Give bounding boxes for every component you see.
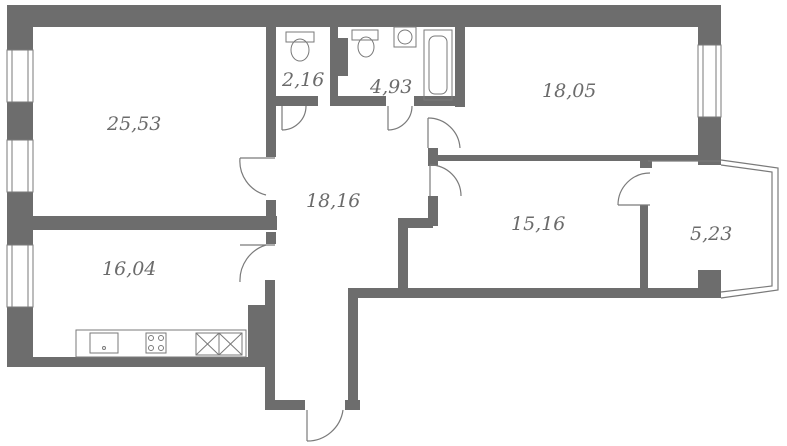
area-label-balcony: 5,23 — [690, 223, 732, 245]
kitchen-sink-icon — [89, 332, 119, 354]
toilet-icon — [351, 29, 379, 41]
wc-fixtures — [285, 26, 453, 101]
windows — [6, 44, 722, 308]
area-label-wc: 2,16 — [281, 69, 324, 91]
balcony-railing — [648, 159, 779, 299]
area-label-living-room: 25,53 — [106, 113, 161, 135]
kitchen-fixtures — [75, 329, 247, 358]
area-label-bathroom: 4,93 — [369, 76, 412, 98]
area-label-bedroom-2: 15,16 — [511, 213, 565, 235]
stove-icon — [145, 332, 167, 354]
area-label-kitchen: 16,04 — [102, 258, 156, 280]
sink-icon — [393, 26, 417, 48]
toilet-icon — [285, 31, 315, 43]
doors — [239, 105, 651, 442]
walls — [7, 5, 721, 410]
area-label-hallway: 18,16 — [306, 190, 360, 212]
area-label-bedroom-1: 18,05 — [542, 80, 596, 102]
bathtub-icon — [423, 29, 453, 101]
